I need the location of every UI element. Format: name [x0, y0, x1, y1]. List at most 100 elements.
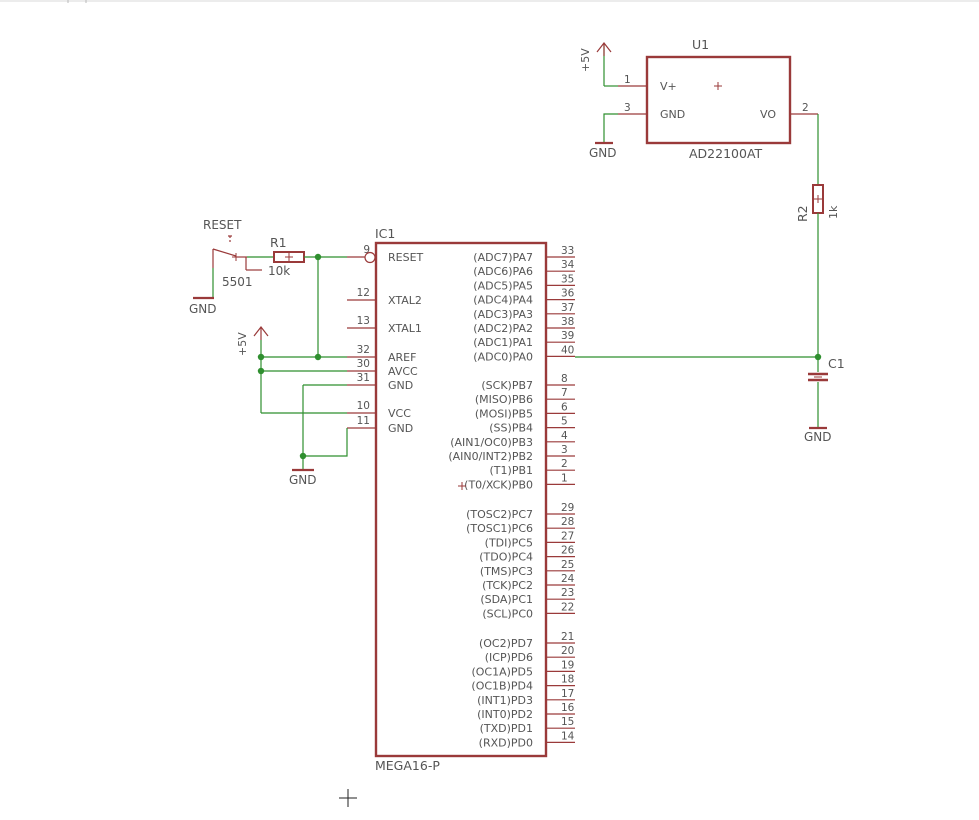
- ic1-pin-number: 8: [561, 373, 568, 385]
- ic1-symbol[interactable]: IC1 MEGA16-P 9RESET12XTAL213XTAL132AREF3…: [347, 226, 575, 773]
- c1-name: C1: [828, 356, 845, 371]
- ic1-pin-number: 27: [561, 530, 574, 542]
- u1-gnd-supply[interactable]: GND: [589, 113, 618, 160]
- ic1-pin-name: (ADC0)PA0: [473, 350, 533, 363]
- ic1-pin-number: 4: [561, 430, 568, 442]
- ic1-pin-name: (OC1B)PD4: [471, 680, 533, 693]
- ic1-pin-name: RESET: [388, 251, 424, 264]
- ic1-pin-number: 9: [363, 244, 370, 256]
- ic1-pin-name: (ADC1)PA1: [473, 336, 533, 349]
- r2-value: 1k: [827, 205, 840, 219]
- ic1-pin-number: 12: [357, 287, 370, 299]
- ic1-origin-marker: [458, 482, 466, 490]
- left-vcc-label: +5V: [236, 332, 249, 356]
- ic1-pin-name: AVCC: [388, 365, 418, 378]
- ic1-pin-name: (ADC5)PA5: [473, 279, 533, 292]
- ic1-pin-name: (INT1)PD3: [477, 694, 533, 707]
- reset-inversion-bubble: [364, 251, 376, 264]
- reset-switch[interactable]: RESET 5501 GND: [189, 218, 262, 316]
- ic1-pin-number: 11: [357, 415, 370, 427]
- ic1-pin-name: (OC1A)PD5: [471, 665, 533, 678]
- u1-body[interactable]: [645, 55, 792, 145]
- u1-pin3-name: GND: [660, 108, 685, 121]
- ic1-pin-number: 37: [561, 302, 574, 314]
- ic1-pin-number: 10: [357, 400, 370, 412]
- ic1-value: MEGA16-P: [375, 758, 440, 773]
- u1-pin1-num: 1: [624, 74, 631, 86]
- ic1-pin-name: XTAL2: [388, 294, 422, 307]
- ic1-pin-name: (AIN0/INT2)PB2: [448, 450, 533, 463]
- ic1-pin-number: 17: [561, 688, 574, 700]
- ic1-pin-name: (TDO)PC4: [479, 551, 533, 564]
- r1-name: R1: [270, 235, 287, 250]
- adc0-junction: [814, 353, 822, 361]
- ic1-pin-name: (INT0)PD2: [477, 708, 533, 721]
- ic1-pin-number: 14: [561, 730, 575, 742]
- ic1-pin-name: (ADC2)PA2: [473, 322, 533, 335]
- ic1-pin-number: 5: [561, 416, 568, 428]
- ic1-pin-number: 32: [357, 344, 370, 356]
- switch-gnd-label: GND: [189, 302, 217, 316]
- ic1-pin-number: 29: [561, 502, 574, 514]
- ic1-pin-name: (ADC7)PA7: [473, 251, 533, 264]
- ic1-pin-number: 21: [561, 631, 574, 643]
- window-top-border: [0, 0, 979, 3]
- ic1-pin-name: (SS)PB4: [489, 422, 533, 435]
- u1-name: U1: [692, 37, 709, 52]
- ic1-pin-number: 3: [561, 444, 568, 456]
- ic1-pin-name: GND: [388, 379, 413, 392]
- r2-resistor[interactable]: R2 1k: [795, 114, 840, 357]
- ic1-pin-name: (TMS)PC3: [480, 565, 533, 578]
- ic1-pin-name: (SCL)PC0: [482, 607, 533, 620]
- ic1-pin-number: 36: [561, 288, 575, 300]
- ic1-pin-name: XTAL1: [388, 322, 422, 335]
- crosshair-cursor-icon: [339, 789, 357, 807]
- r1-resistor[interactable]: R1 10k: [247, 235, 305, 278]
- c1-capacitor[interactable]: C1 GND: [804, 356, 845, 444]
- u1-vcc-supply[interactable]: +5V: [579, 42, 618, 87]
- ic1-right-pins: 33(ADC7)PA734(ADC6)PA635(ADC5)PA536(ADC4…: [448, 245, 575, 749]
- ic1-pin-name: (TXD)PD1: [480, 722, 533, 735]
- ic1-pin-number: 19: [561, 659, 574, 671]
- u1-value: AD22100AT: [689, 146, 763, 161]
- ic1-pin-name: (RXD)PD0: [479, 736, 533, 749]
- ic1-body[interactable]: [374, 241, 548, 758]
- ic1-pin-name: (TOSC2)PC7: [466, 508, 533, 521]
- ic1-pin-number: 22: [561, 601, 574, 613]
- ic1-pin-name: (SCK)PB7: [481, 379, 533, 392]
- ic1-pin-name: (TDI)PC5: [485, 536, 533, 549]
- ic1-pin-name: (T0/XCK)PB0: [464, 478, 533, 491]
- ic1-pin-number: 40: [561, 344, 574, 356]
- u1-pin3-num: 3: [624, 102, 631, 114]
- u1-pin1-name: V+: [660, 80, 677, 93]
- ic1-pin-number: 16: [561, 702, 575, 714]
- ic1-pin-name: (ICP)PD6: [485, 651, 533, 664]
- u1-pin2-name: VO: [760, 108, 776, 121]
- ic1-left-pins: 9RESET12XTAL213XTAL132AREF30AVCC31GND10V…: [347, 244, 424, 435]
- ic1-pin-name: (ADC3)PA3: [473, 308, 533, 321]
- r2-name: R2: [795, 205, 810, 222]
- vcc-net-left[interactable]: +5V: [236, 326, 347, 414]
- ic1-pin-number: 25: [561, 559, 574, 571]
- ic1-pin-number: 30: [357, 358, 370, 370]
- u1-gnd-label: GND: [589, 146, 617, 160]
- ic1-name: IC1: [375, 226, 395, 241]
- ic1-pin-number: 34: [561, 259, 575, 271]
- left-gnd-label: GND: [289, 473, 317, 487]
- ic1-pin-name: (TOSC1)PC6: [466, 522, 533, 535]
- ic1-pin-name: (TCK)PC2: [482, 579, 533, 592]
- ic1-pin-name: (ADC6)PA6: [473, 265, 533, 278]
- ic1-pin-number: 2: [561, 458, 568, 470]
- ic1-pin-number: 1: [561, 472, 568, 484]
- ic1-pin-name: (MISO)PB6: [475, 393, 533, 406]
- u1-pin2-num: 2: [802, 102, 809, 114]
- ic1-pin-number: 26: [561, 545, 575, 557]
- u1-symbol[interactable]: U1 AD22100AT 1 3 2 V+ GND VO: [618, 37, 818, 161]
- ic1-pin-number: 13: [357, 315, 370, 327]
- ic1-pin-number: 35: [561, 273, 574, 285]
- gnd-net-left[interactable]: GND: [289, 384, 348, 487]
- reset-net[interactable]: [304, 253, 347, 357]
- ic1-pin-name: (ADC4)PA4: [473, 294, 533, 307]
- c1-gnd-label: GND: [804, 430, 832, 444]
